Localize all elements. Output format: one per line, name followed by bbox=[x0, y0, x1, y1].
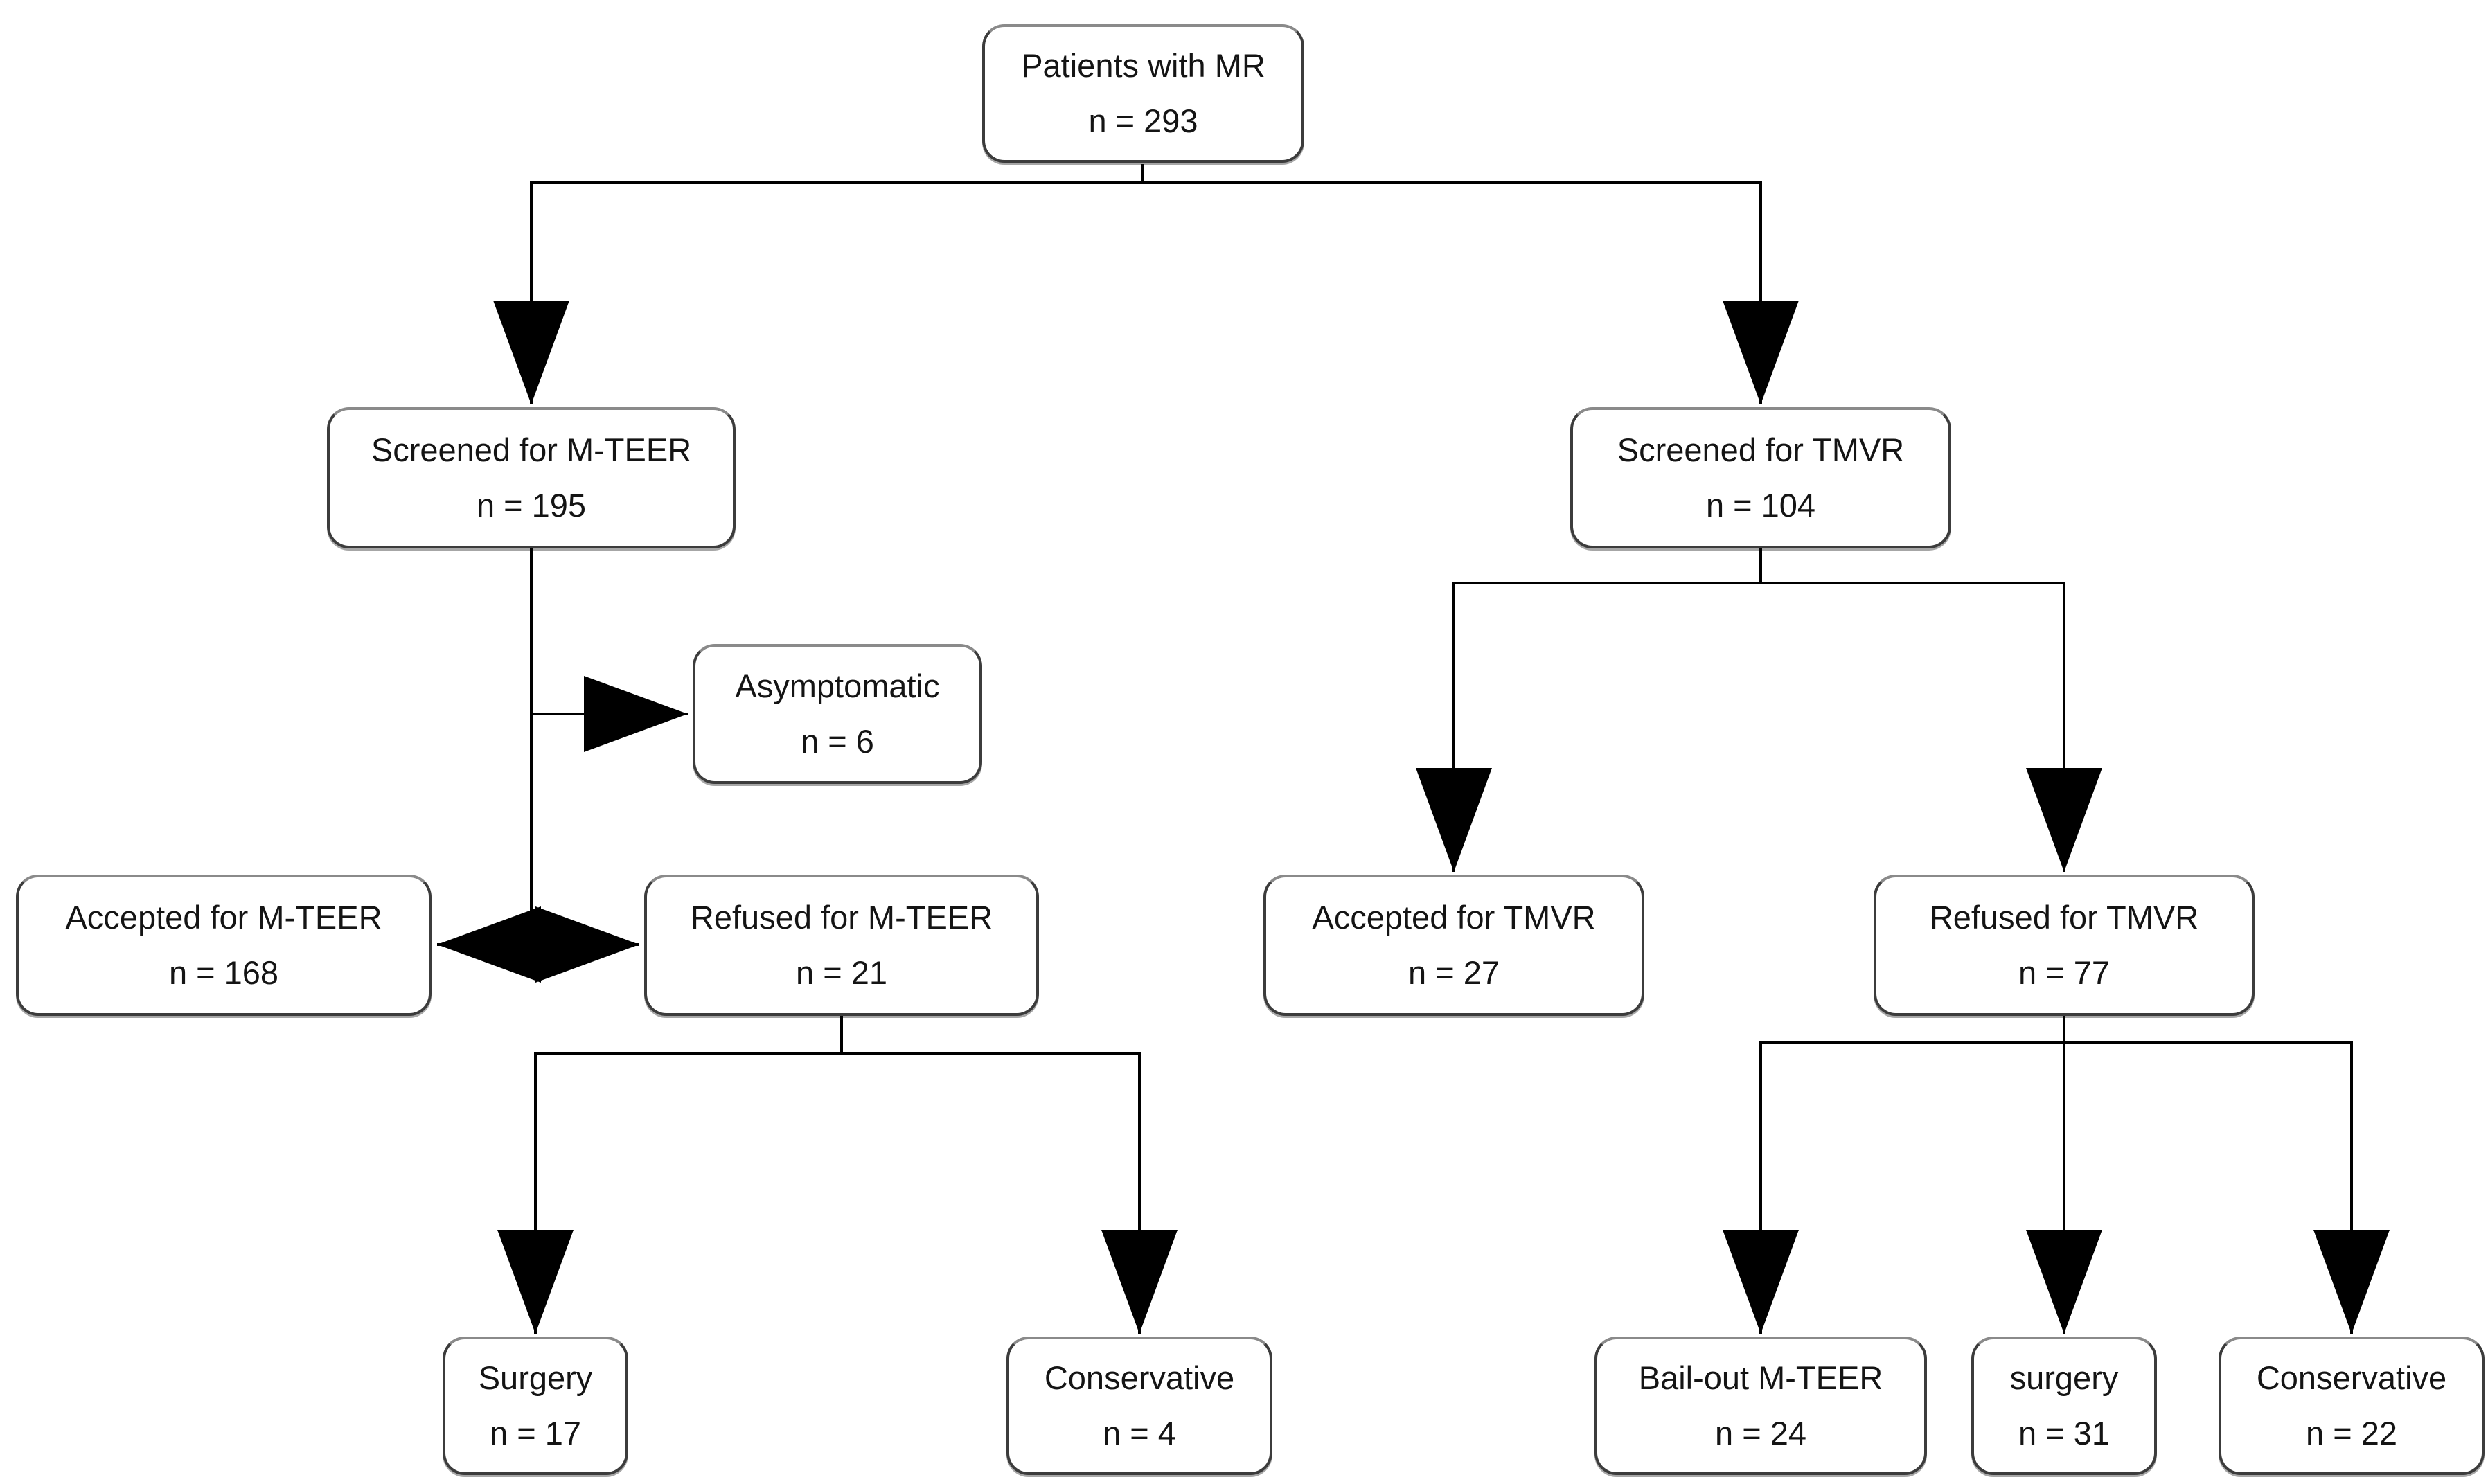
node-label: Refused for M-TEER bbox=[690, 898, 993, 936]
node-count: n = 6 bbox=[801, 723, 874, 760]
node-label: Screened for M-TEER bbox=[371, 431, 692, 468]
node-patients-with-mr: Patients with MR n = 293 bbox=[982, 24, 1304, 163]
node-count: n = 17 bbox=[490, 1415, 581, 1451]
node-bailout-mteer: Bail-out M-TEER n = 24 bbox=[1594, 1337, 1927, 1475]
node-count: n = 168 bbox=[168, 954, 279, 991]
node-asymptomatic: Asymptomatic n = 6 bbox=[693, 644, 982, 784]
node-conservative-tmvr: Conservative n = 22 bbox=[2219, 1337, 2485, 1475]
node-label: Conservative bbox=[2256, 1359, 2447, 1396]
node-count: n = 77 bbox=[2018, 954, 2110, 991]
node-label: surgery bbox=[2009, 1359, 2119, 1396]
node-label: Refused for TMVR bbox=[1929, 898, 2199, 936]
node-refused-for-mteer: Refused for M-TEER n = 21 bbox=[644, 875, 1039, 1016]
node-label: Conservative bbox=[1044, 1359, 1235, 1396]
node-label: Bail-out M-TEER bbox=[1638, 1359, 1883, 1396]
node-count: n = 31 bbox=[2018, 1415, 2110, 1451]
node-count: n = 195 bbox=[476, 487, 587, 524]
node-label: Patients with MR bbox=[1021, 46, 1265, 84]
node-label: Asymptomatic bbox=[735, 667, 940, 704]
node-label: Accepted for TMVR bbox=[1312, 898, 1596, 936]
node-label: Screened for TMVR bbox=[1617, 431, 1905, 468]
node-refused-for-tmvr: Refused for TMVR n = 77 bbox=[1874, 875, 2255, 1016]
node-conservative-mteer: Conservative n = 4 bbox=[1006, 1337, 1272, 1475]
node-count: n = 22 bbox=[2306, 1415, 2397, 1451]
node-screened-for-tmvr: Screened for TMVR n = 104 bbox=[1570, 407, 1951, 548]
node-count: n = 104 bbox=[1705, 487, 1816, 524]
node-label: Surgery bbox=[478, 1359, 593, 1396]
node-label: Accepted for M-TEER bbox=[65, 898, 382, 936]
node-screened-for-mteer: Screened for M-TEER n = 195 bbox=[327, 407, 736, 548]
node-accepted-for-mteer: Accepted for M-TEER n = 168 bbox=[16, 875, 432, 1016]
node-count: n = 4 bbox=[1103, 1415, 1176, 1451]
node-count: n = 24 bbox=[1715, 1415, 1806, 1451]
node-count: n = 293 bbox=[1088, 102, 1198, 139]
node-surgery-mteer: Surgery n = 17 bbox=[443, 1337, 628, 1475]
node-surgery-tmvr: surgery n = 31 bbox=[1971, 1337, 2157, 1475]
node-accepted-for-tmvr: Accepted for TMVR n = 27 bbox=[1263, 875, 1644, 1016]
node-count: n = 27 bbox=[1408, 954, 1500, 991]
node-count: n = 21 bbox=[796, 954, 887, 991]
